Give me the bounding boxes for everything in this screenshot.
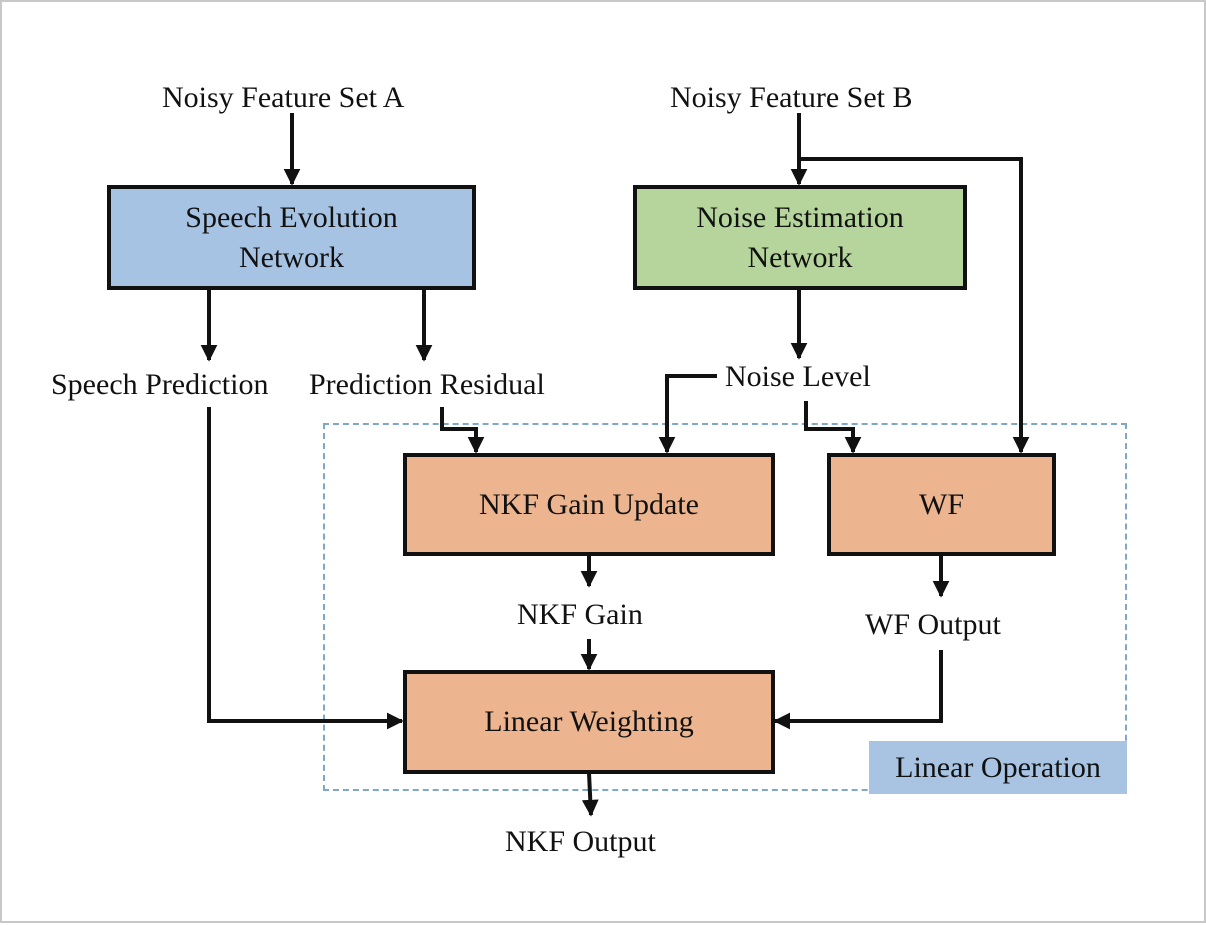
wf-box: WF: [827, 453, 1056, 556]
wf-label: WF: [919, 487, 964, 521]
arrow-setb-to-wf: [799, 157, 1030, 454]
prediction-residual-label: Prediction Residual: [309, 368, 545, 401]
speech-evolution-line2: Network: [239, 240, 344, 274]
linear-weighting-label: Linear Weighting: [484, 705, 694, 738]
arrow-level-to-wf: [804, 401, 862, 454]
linear-operation-region: [323, 423, 1127, 791]
linear-weighting-box: Linear Weighting: [403, 670, 775, 774]
nkf-output-label: NKF Output: [505, 825, 656, 858]
speech-evolution-network-box: Speech Evolution Network: [107, 185, 476, 290]
arrow-weighting-to-output: [581, 772, 599, 817]
arrow-prediction-to-weighting: [207, 407, 404, 730]
speech-prediction-label: Speech Prediction: [51, 368, 269, 401]
wf-output-label: WF Output: [865, 608, 1001, 641]
noise-estimation-network-box: Noise Estimation Network: [633, 185, 967, 290]
arrow-residual-to-gain: [440, 407, 485, 454]
input-set-b: Noisy Feature Set B: [670, 81, 913, 114]
nkf-gain-update-box: NKF Gain Update: [403, 453, 775, 556]
noise-estimation-line1: Noise Estimation: [696, 200, 904, 234]
nkf-gain-update-label: NKF Gain Update: [479, 487, 699, 521]
noise-level-label: Noise Level: [725, 360, 871, 393]
arrow-level-to-gain: [658, 374, 717, 454]
speech-evolution-line1: Speech Evolution: [185, 200, 398, 234]
input-set-a: Noisy Feature Set A: [162, 81, 405, 114]
arrow-wfoutput-to-weighting: [773, 650, 943, 730]
noise-estimation-line2: Network: [747, 240, 853, 274]
nkf-gain-label: NKF Gain: [517, 598, 643, 631]
linear-operation-label: Linear Operation: [869, 741, 1127, 794]
